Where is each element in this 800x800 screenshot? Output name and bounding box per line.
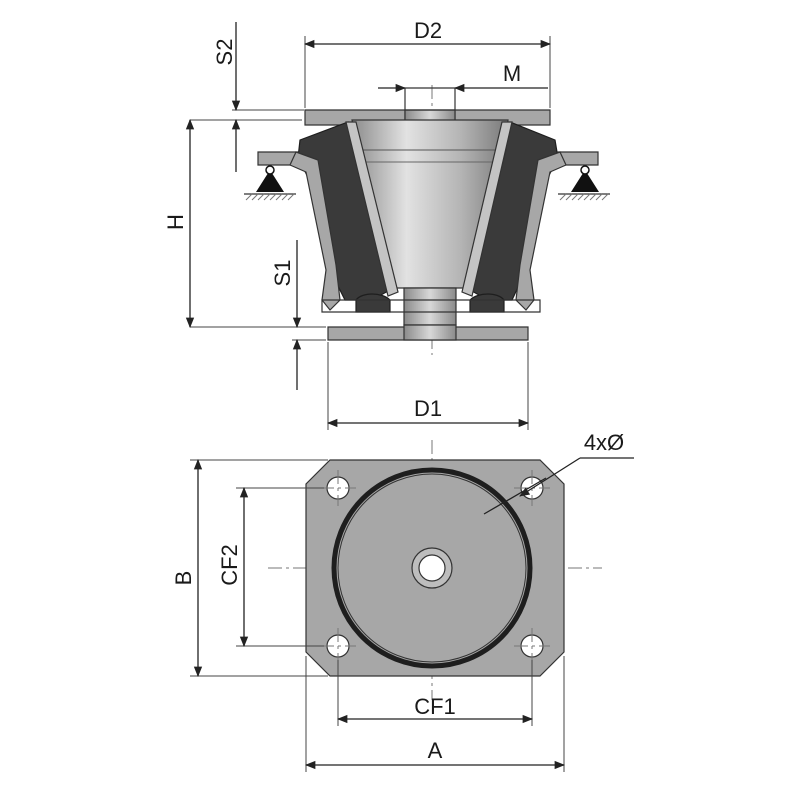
ring-inner-edge [337, 473, 527, 663]
label-h: H [163, 214, 188, 230]
cone-lining-left [345, 121, 399, 297]
label-cf1: CF1 [414, 694, 456, 719]
label-m: M [503, 61, 521, 86]
holes-leader [519, 457, 581, 497]
center-hole [418, 554, 446, 582]
label-s1: S1 [270, 260, 295, 287]
label-d2: D2 [414, 18, 442, 43]
label-s2: S2 [212, 39, 237, 66]
bottom-bolt [403, 324, 457, 341]
top-bolt-collar [404, 87, 456, 111]
label-d1: D1 [414, 396, 442, 421]
shell-left [289, 151, 341, 311]
holes-leader-ext [483, 477, 547, 515]
rubber-foot-right [469, 293, 505, 313]
label-b: B [171, 571, 196, 586]
shell-right [515, 151, 567, 311]
top-view: 4xØ B CF2 CF1 A [171, 430, 634, 772]
support-left [244, 165, 296, 201]
rubber-foot-left [355, 293, 391, 313]
cone-lining-right [461, 121, 513, 297]
label-cf2: CF2 [217, 544, 242, 586]
label-a: A [428, 738, 443, 763]
bottom-shell-line [321, 299, 541, 313]
label-holes: 4xØ [584, 430, 624, 455]
support-right [558, 165, 610, 201]
side-view: D2 M S2 H S1 D1 [163, 18, 610, 430]
